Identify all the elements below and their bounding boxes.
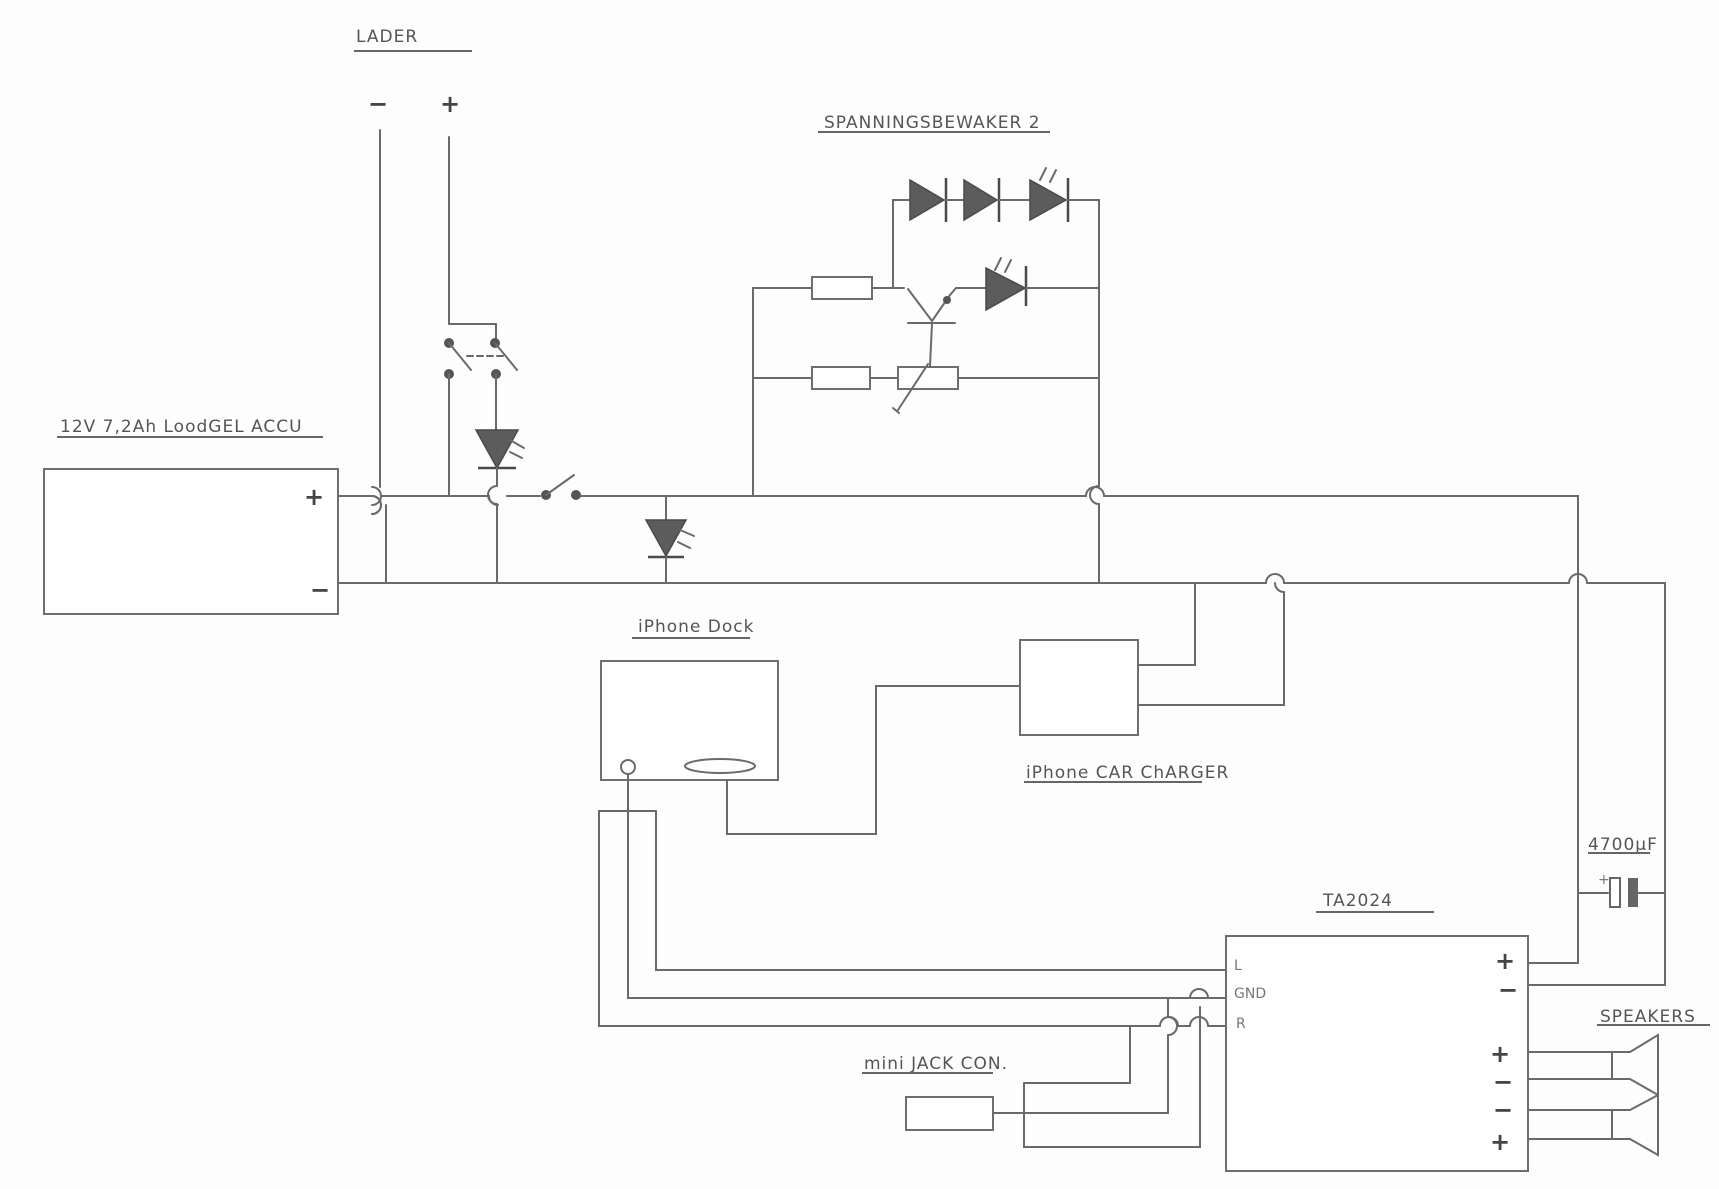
label-iphone-dock: iPhone Dock [632,617,754,639]
svg-text:4700µF: 4700µF [1588,835,1658,855]
label-car-charger: iPhone CAR ChARGER [1024,763,1229,783]
charger-led [474,429,525,584]
audio-wires [598,773,1227,1027]
resistor-1 [811,276,873,300]
potentiometer [897,366,959,390]
svg-text:mini JACK CON.: mini JACK CON. [864,1054,1008,1074]
label-battery: 12V 7,2Ah LoodGEL ACCU [57,417,323,438]
label-amplifier: TA2024 [1316,891,1434,913]
ta2024-amplifier: L GND R + − + − − + [1225,935,1529,1172]
svg-text:+: + [1490,1040,1510,1068]
svg-text:12V 7,2Ah LoodGEL ACCU: 12V 7,2Ah LoodGEL ACCU [60,417,303,437]
svg-text:SPANNINGSBEWAKER 2: SPANNINGSBEWAKER 2 [824,113,1041,133]
svg-text:−: − [1493,1096,1513,1124]
svg-text:LADER: LADER [356,27,418,47]
svg-text:−: − [368,90,388,118]
capacitor: + [1598,872,1638,908]
amp-power-wiring [1527,577,1666,964]
svg-text:GND: GND [1234,986,1266,1002]
svg-text:R: R [1236,1016,1246,1032]
svg-text:−: − [1493,1068,1513,1096]
power-led [644,495,695,584]
led-2 [985,266,1027,312]
svg-text:+: + [1495,947,1515,975]
positive-rail [337,486,1579,579]
svg-text:L: L [1234,958,1242,974]
label-capacitor: 4700µF [1588,835,1658,855]
dock-connector [684,758,756,774]
label-minijack: mini JACK CON. [862,1054,1008,1074]
svg-text:SPEAKERS: SPEAKERS [1600,1007,1696,1027]
iphone-dock [600,660,1021,835]
svg-text:−: − [1498,976,1518,1004]
charger-wires [371,129,497,584]
label-charger: LADER − + [354,27,472,118]
label-speakers: SPEAKERS [1597,1007,1710,1027]
svg-text:+: + [440,90,460,118]
speakers [1527,1033,1659,1157]
double-pole-switch[interactable] [444,338,518,497]
svg-text:TA2024: TA2024 [1322,891,1393,911]
iphone-car-charger [1019,582,1285,736]
transistor [907,287,987,367]
svg-text:+: + [1490,1128,1510,1156]
svg-text:iPhone CAR ChARGER: iPhone CAR ChARGER [1026,763,1229,783]
main-switch[interactable] [541,474,581,500]
diode-2 [963,178,999,222]
svg-text:+: + [1598,872,1610,888]
resistor-2 [811,366,871,390]
svg-text:iPhone Dock: iPhone Dock [638,617,754,637]
svg-text:−: − [310,576,330,604]
voltage-monitor-circuit [752,167,1100,584]
minijack-connector [905,997,1201,1148]
battery: + − [43,468,339,615]
negative-rail [337,573,1666,986]
svg-text:+: + [304,483,324,511]
label-voltage-monitor: SPANNINGSBEWAKER 2 [818,113,1050,133]
led-1 [1029,178,1068,222]
diode-1 [909,178,946,222]
